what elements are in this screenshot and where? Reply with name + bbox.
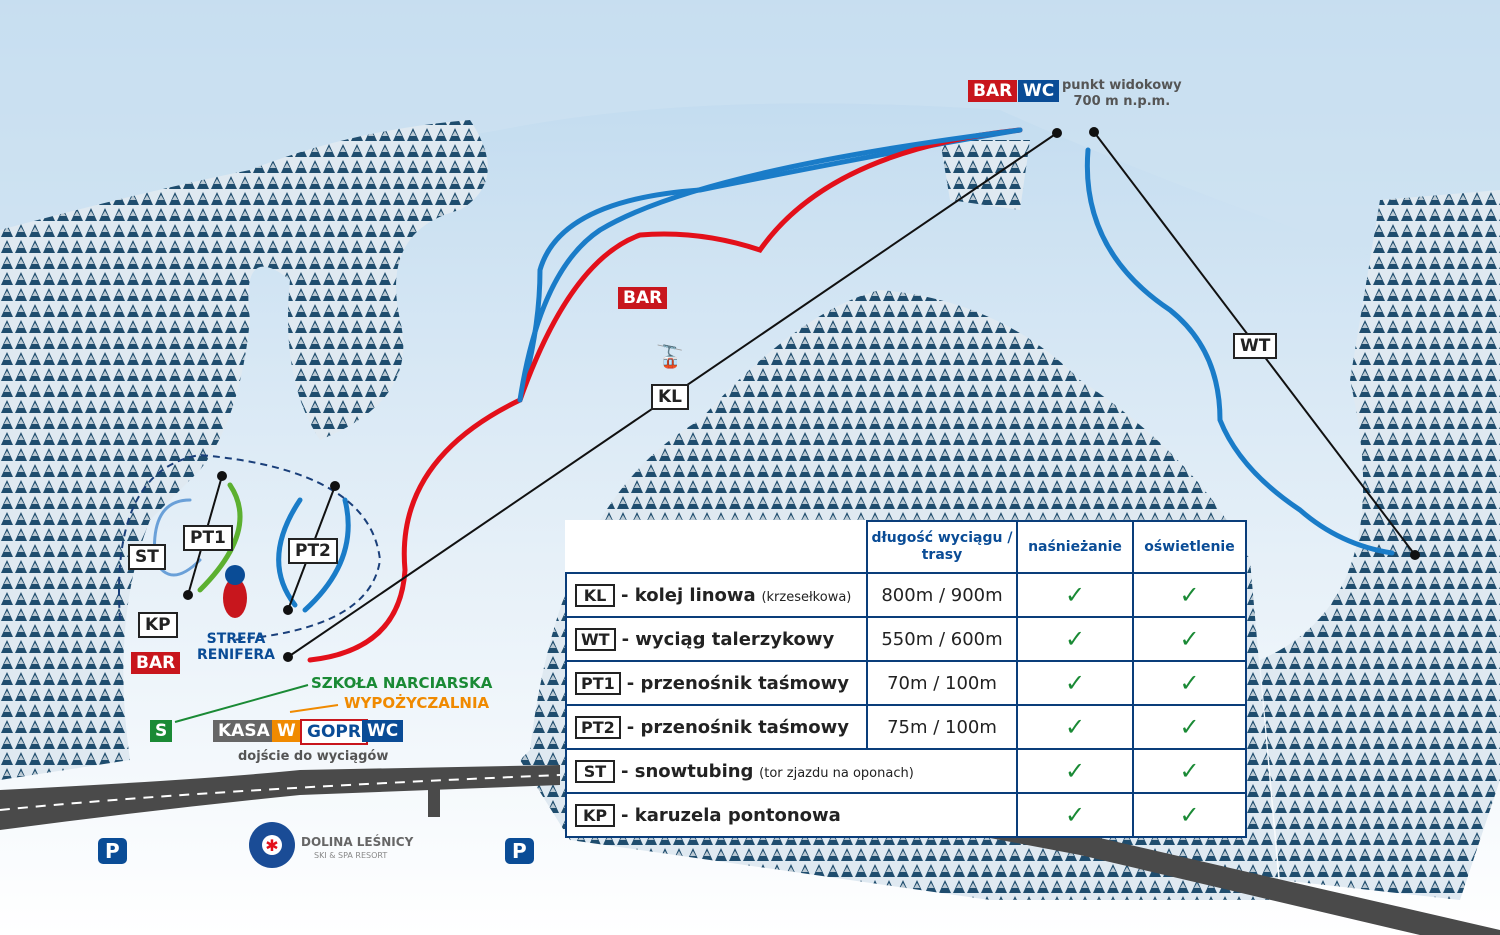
snowmaking-check-icon: ✓ — [1016, 748, 1134, 794]
bar-badge: BAR — [968, 80, 1018, 102]
table-row: ST - snowtubing (tor zjazdu na oponach) ✓✓ — [565, 748, 1247, 794]
label-kp: KP — [138, 612, 178, 638]
parking-icon: P — [505, 838, 534, 864]
header-lighting: oświetlenie — [1132, 520, 1247, 574]
slopes — [152, 127, 1395, 663]
ski-school-label: SZKOŁA NARCIARSKA — [311, 674, 493, 692]
bar-badge: BAR — [618, 287, 668, 309]
lighting-check-icon: ✓ — [1132, 704, 1247, 750]
snowmaking-check-icon: ✓ — [1016, 616, 1134, 662]
table-row: KL - kolej linowa (krzesełkowa) 800m / 900… — [565, 572, 1247, 618]
chairlift-icon: 🚡 — [656, 345, 684, 370]
logo-tagline: SKI & SPA RESORT — [314, 851, 388, 860]
snowmaking-check-icon: ✓ — [1016, 704, 1134, 750]
lift-label-kl: KL — [651, 384, 690, 410]
lighting-check-icon: ✓ — [1132, 792, 1247, 838]
lift-name: - przenośnik taśmowy — [626, 672, 850, 694]
table-row: WT- wyciąg talerzykowy 550m / 600m✓✓ — [565, 616, 1247, 662]
lift-name: - kolej linowa — [621, 584, 756, 606]
snowmaking-check-icon: ✓ — [1016, 572, 1134, 618]
lift-length: 70m / 100m — [866, 660, 1018, 706]
table-row: KP - karuzela pontonowa ✓✓ — [565, 792, 1247, 838]
lift-note: (tor zjazdu na oponach) — [759, 765, 914, 781]
lift-length: 550m / 600m — [866, 616, 1018, 662]
bar-badge: BAR — [131, 652, 181, 674]
lift-note: (krzesełkowa) — [761, 589, 852, 605]
lighting-check-icon: ✓ — [1132, 748, 1247, 794]
lift-name: - przenośnik taśmowy — [626, 716, 850, 738]
label-st: ST — [128, 544, 166, 570]
logo-name: DOLINA LEŚNICY — [301, 835, 414, 849]
lift-code: KL — [575, 583, 615, 607]
lighting-check-icon: ✓ — [1132, 616, 1247, 662]
svg-text:✱: ✱ — [265, 836, 278, 855]
lift-label-pt1: PT1 — [183, 525, 233, 551]
ticket-office-badge: KASA — [213, 720, 275, 742]
lighting-check-icon: ✓ — [1132, 572, 1247, 618]
lift-code: KP — [575, 803, 615, 827]
gopr-badge: GOPR — [300, 719, 368, 745]
table-row: PT1- przenośnik taśmowy 70m / 100m✓✓ — [565, 660, 1247, 706]
lift-code: WT — [575, 627, 616, 651]
lift-code: ST — [575, 759, 615, 783]
lift-length: 800m / 900m — [866, 572, 1018, 618]
snowmaking-check-icon: ✓ — [1016, 660, 1134, 706]
parking-icon: P — [98, 838, 127, 864]
lift-name: - snowtubing — [621, 760, 754, 782]
reindeer-icon — [223, 565, 247, 618]
lift-name: - wyciąg talerzykowy — [621, 628, 835, 650]
lift-label-pt2: PT2 — [288, 538, 338, 564]
snowmaking-check-icon: ✓ — [1016, 792, 1134, 838]
wc-badge: WC — [1018, 80, 1060, 102]
lift-label-wt: WT — [1233, 333, 1278, 359]
table-row: PT2- przenośnik taśmowy 75m / 100m✓✓ — [565, 704, 1247, 750]
logo-icon: ✱ — [249, 822, 295, 868]
header-length: długość wyciągu / trasy — [866, 520, 1018, 574]
rental-label: WYPOŻYCZALNIA — [344, 694, 490, 712]
lift-name: - karuzela pontonowa — [621, 804, 841, 826]
lift-code: PT2 — [575, 715, 621, 739]
lift-code: PT1 — [575, 671, 621, 695]
road — [990, 838, 1500, 935]
ski-school-badge: S — [150, 720, 173, 742]
rental-badge: W — [272, 720, 301, 742]
lighting-check-icon: ✓ — [1132, 660, 1247, 706]
lift-length: 75m / 100m — [866, 704, 1018, 750]
header-snowmaking: naśnieżanie — [1016, 520, 1134, 574]
path-label: dojście do wyciągów — [238, 749, 389, 764]
wc-badge: WC — [362, 720, 404, 742]
